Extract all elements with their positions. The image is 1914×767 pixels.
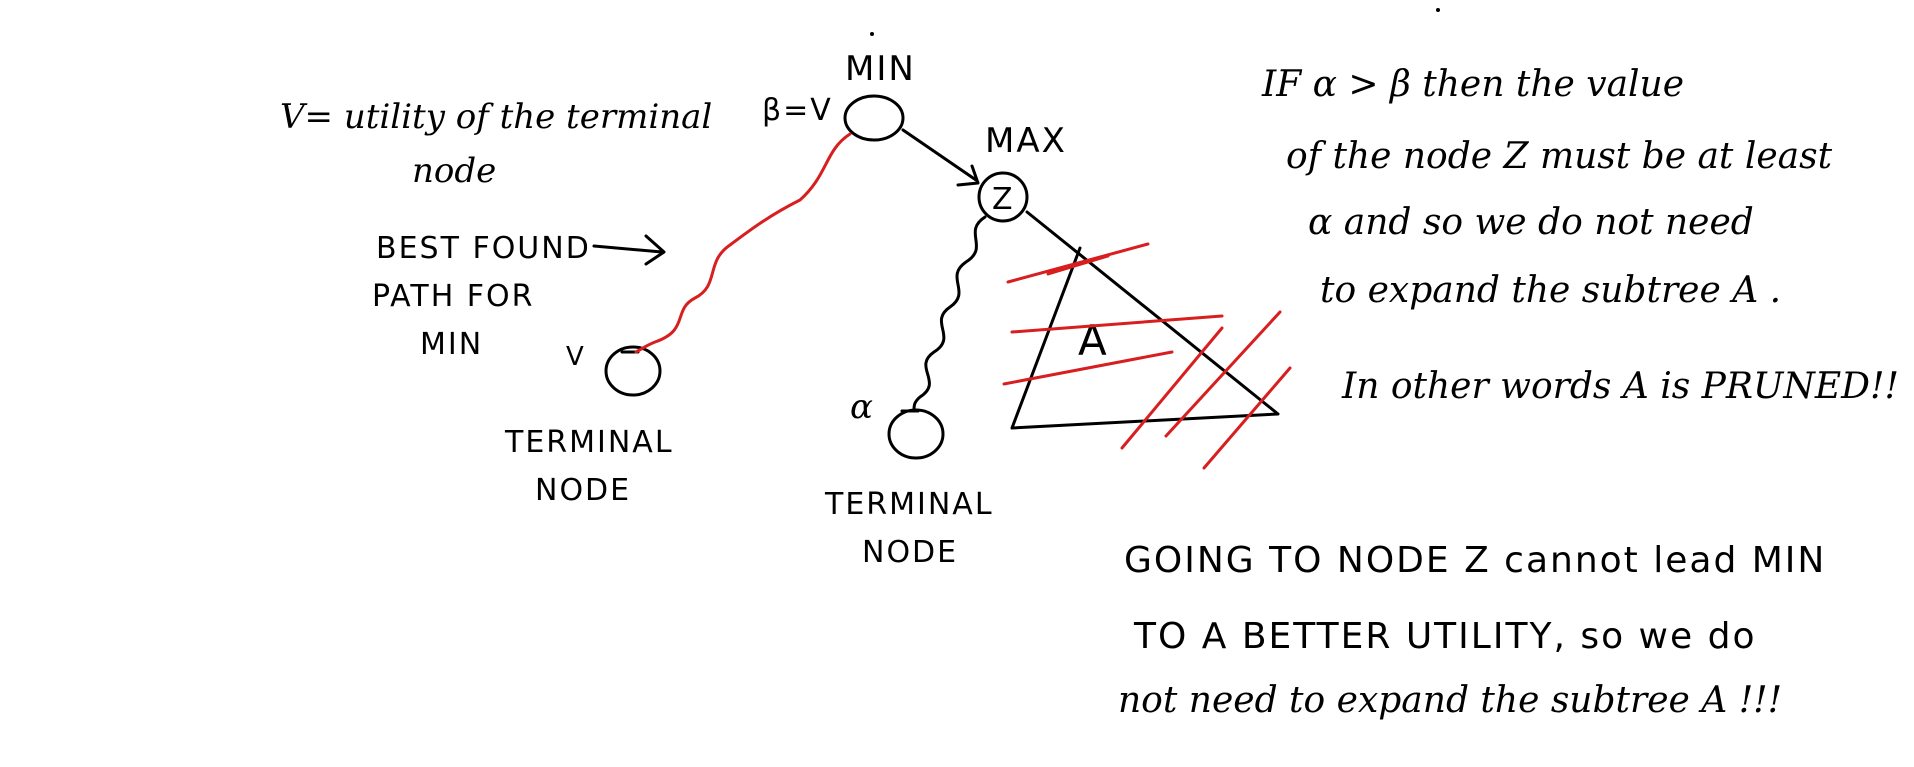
min-to-max-arrowhead <box>956 164 980 187</box>
v-node-label: V <box>566 342 586 372</box>
terminal-node-mid-line1: TERMINAL <box>824 487 994 522</box>
beta-equals-v-label: β=V <box>762 93 833 128</box>
max-to-terminal-wavy-edge <box>912 215 987 412</box>
best-path-note-line1: BEST FOUND <box>376 231 591 266</box>
max-label: MAX <box>985 121 1067 161</box>
min-label: MIN <box>845 49 916 89</box>
condition-note-line3: α and so we do not need <box>1308 202 1754 243</box>
terminal-node-left-line1: TERMINAL <box>504 425 674 460</box>
going-note-line1: GOING TO NODE Z cannot lead MIN <box>1124 540 1826 581</box>
pruned-hatching <box>1002 242 1292 470</box>
utility-note-line1: V= utility of the terminal <box>280 97 712 137</box>
condition-note-line2: of the node Z must be at least <box>1286 136 1833 177</box>
going-note-line2: TO A BETTER UTILITY, so we do <box>1133 616 1756 657</box>
terminal-node-v <box>604 345 662 397</box>
terminal-node-mid-line2: NODE <box>862 535 958 570</box>
max-node-z <box>977 171 1029 223</box>
best-path-edge <box>634 132 852 354</box>
min-to-max-edge <box>901 128 978 182</box>
best-path-note-line2: PATH FOR <box>372 279 535 314</box>
subtree-a-label: A <box>1078 316 1109 365</box>
going-note-line3: not need to expand the subtree A !!! <box>1118 680 1782 721</box>
utility-note-line2: node <box>412 151 496 191</box>
stray-dot <box>870 32 874 36</box>
terminal-node-left-line2: NODE <box>535 473 631 508</box>
condition-note-line5: In other words A is PRUNED!! <box>1341 366 1899 407</box>
z-node-label: Z <box>992 182 1015 217</box>
condition-note-line1: IF α > β then the value <box>1261 64 1684 105</box>
condition-note-line4: to expand the subtree A . <box>1320 270 1781 311</box>
alpha-node-label: α <box>850 387 873 427</box>
stray-dot <box>1436 8 1440 12</box>
min-node <box>843 94 905 142</box>
terminal-node-alpha <box>887 408 945 460</box>
best-path-arrow <box>592 234 666 266</box>
best-path-note-line3: MIN <box>420 327 483 362</box>
